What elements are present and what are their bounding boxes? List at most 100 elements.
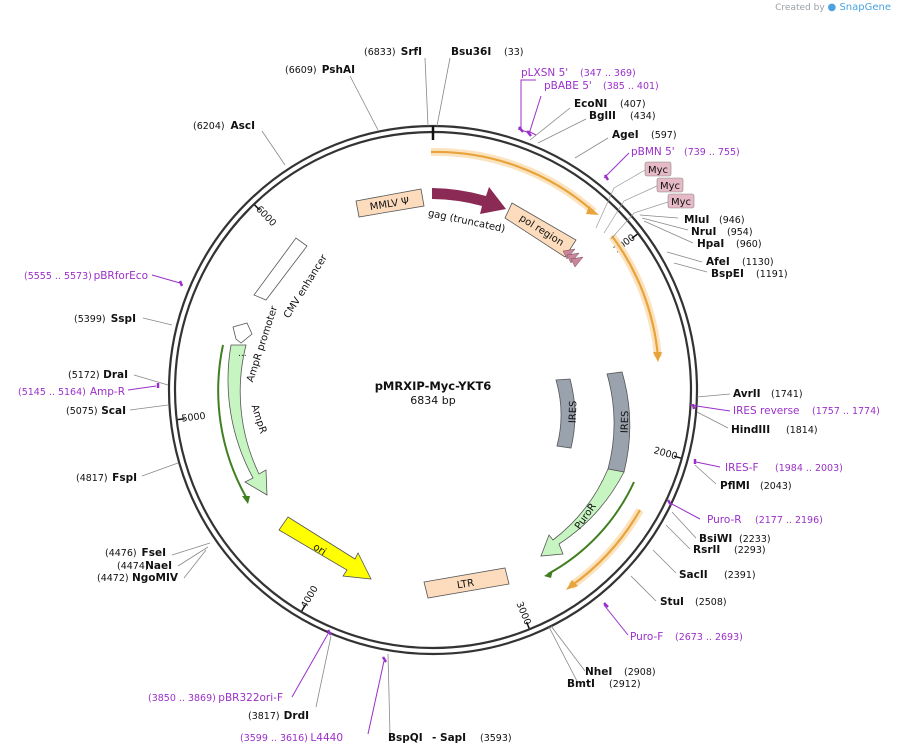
site-bsu36i-name: Bsu36I xyxy=(451,46,491,58)
site-bmti-name: BmtI xyxy=(567,678,595,690)
site-rsrii-position: (2293) xyxy=(734,545,766,556)
site-agei-name: AgeI xyxy=(612,129,639,141)
primer-pbabe5-name: pBABE 5' xyxy=(544,80,592,92)
site-sacii-name: SacII xyxy=(679,569,708,581)
primer-plxsn5-name: pLXSN 5' xyxy=(521,67,568,79)
ires-outer-label: IRES xyxy=(620,410,632,433)
site-pflmi-name: PflMI xyxy=(720,480,750,492)
primer-purof-name: Puro-F xyxy=(630,631,663,643)
primer-iresf-name: IRES-F xyxy=(725,462,759,474)
site-bsiwi-position: (2233) xyxy=(739,534,771,545)
primer-pbabe5-range: (385 .. 401) xyxy=(603,81,659,92)
primer-puror-name: Puro-R xyxy=(707,514,742,526)
site-hpai-name: HpaI xyxy=(697,238,724,250)
site-fsei-name: FseI xyxy=(142,547,166,559)
ampr-label: AmpR xyxy=(249,403,269,435)
site-drdi-name: DrdI xyxy=(284,710,309,722)
primer-iresreverse-range: (1757 .. 1774) xyxy=(812,406,880,417)
site-pshai-position: (6609) xyxy=(285,65,317,76)
puror-arc xyxy=(547,481,635,575)
puror-arc-head xyxy=(544,570,553,578)
site-bsiwi-name: BsiWI xyxy=(699,533,732,545)
orf-arc-right xyxy=(611,235,660,358)
site-mlui-name: MluI xyxy=(684,214,709,226)
site-econi-position: (407) xyxy=(620,99,646,110)
primer-l4440-name: L4440 xyxy=(310,732,343,744)
tick-4000 xyxy=(301,604,306,612)
site-fsei-position: (4476) xyxy=(105,548,137,559)
site-pshai-name: PshAI xyxy=(322,64,355,76)
feature-cmv-enhancer[interactable]: CMV enhancer xyxy=(253,237,330,320)
site-nhei-name: NheI xyxy=(585,666,612,678)
site-sapi-position: (3593) xyxy=(480,733,512,744)
feature-ori[interactable]: ori xyxy=(278,516,372,580)
site-bspei-name: BspEI xyxy=(711,268,744,280)
site-afei-position: (1130) xyxy=(742,257,774,268)
site-ngomiv-name: NgoMIV xyxy=(132,572,179,584)
site-lines xyxy=(129,57,731,736)
site-bspqi-name: BspQI xyxy=(388,732,423,744)
feature-ires-outer[interactable]: IRES xyxy=(606,371,632,473)
orf-arc-top-head xyxy=(586,206,599,215)
site-labels: SrfI(6833)Bsu36I(33)PshAI(6609)AscI(6204… xyxy=(18,46,880,744)
myc-arrows xyxy=(562,248,584,268)
myc-tag-3[interactable] xyxy=(667,193,695,209)
ltr-label: LTR xyxy=(456,578,475,592)
tick-5000 xyxy=(177,418,185,421)
primer-ampr-name: Amp-R xyxy=(90,386,125,398)
site-sapi-name: - SapI xyxy=(432,732,466,744)
watermark-brand: SnapGene xyxy=(839,2,891,13)
site-sacii-position: (2391) xyxy=(724,570,756,581)
feature-pol-region[interactable]: pol region xyxy=(504,202,577,258)
site-asci-name: AscI xyxy=(230,120,255,132)
site-nrui-name: NruI xyxy=(691,226,716,238)
site-scai-name: ScaI xyxy=(101,405,126,417)
myc-tag-3-label: Myc xyxy=(671,197,691,208)
primer-l4440-range: (3599 .. 3616) xyxy=(240,733,308,744)
feature-ltr[interactable]: LTR xyxy=(423,567,510,599)
plasmid-name: pMRXIP-Myc-YKT6 xyxy=(375,379,492,393)
site-econi-name: EcoNI xyxy=(574,98,607,110)
feature-puror[interactable]: PuroR xyxy=(540,468,625,557)
site-scai-position: (5075) xyxy=(66,406,98,417)
ires-inner-label: IRES xyxy=(568,400,580,423)
site-drai-name: DraI xyxy=(103,369,128,381)
primer-pbmn5-name: pBMN 5' xyxy=(631,146,675,158)
myc-tag-1[interactable] xyxy=(644,161,672,177)
primer-iresreverse-name: IRES reverse xyxy=(733,405,800,417)
myc-tag-2-label: Myc xyxy=(660,181,680,192)
site-mlui-position: (946) xyxy=(719,215,745,226)
primer-puror-range: (2177 .. 2196) xyxy=(755,515,823,526)
tick-label-2000: 2000 xyxy=(652,445,678,462)
site-srfi-position: (6833) xyxy=(364,47,396,58)
site-rsrii-name: RsrII xyxy=(693,544,720,556)
myc-tag-2[interactable] xyxy=(656,177,684,193)
primer-pbrforeco-range: (5555 .. 5573) xyxy=(24,271,92,282)
site-ngomiv-position: (4472) xyxy=(97,573,129,584)
tick-3000 xyxy=(525,621,530,629)
site-drai-position: (5172) xyxy=(68,370,100,381)
primer-pbr322orif-range: (3850 .. 3869) xyxy=(148,693,216,704)
feature-ires-inner[interactable]: IRES xyxy=(555,378,580,449)
orf-arc-top xyxy=(430,150,595,213)
orf-arc-lower xyxy=(570,509,641,587)
snapgene-logo: ● xyxy=(827,2,840,13)
ampr-arc xyxy=(217,344,247,498)
feature-mmlv[interactable]: MMLV Ψ xyxy=(355,188,425,218)
watermark: Created by ● SnapGene xyxy=(775,2,891,13)
feature-gag[interactable]: gag (truncated) xyxy=(427,187,506,235)
site-bsu36i-position: (33) xyxy=(504,47,524,58)
puror-label: PuroR xyxy=(573,501,599,531)
gag-label: gag (truncated) xyxy=(427,208,506,235)
site-bglii-name: BglII xyxy=(589,110,616,122)
site-stui-name: StuI xyxy=(660,596,684,608)
site-hindiii-position: (1814) xyxy=(786,425,818,436)
site-agei-position: (597) xyxy=(651,130,677,141)
plasmid-length: 6834 bp xyxy=(410,394,455,407)
site-fspi-name: FspI xyxy=(112,472,137,484)
site-naei-name: NaeI xyxy=(145,560,172,572)
site-avrii-position: (1741) xyxy=(771,389,803,400)
site-nhei-position: (2908) xyxy=(624,667,656,678)
myc-tags: Myc Myc Myc xyxy=(595,161,695,240)
